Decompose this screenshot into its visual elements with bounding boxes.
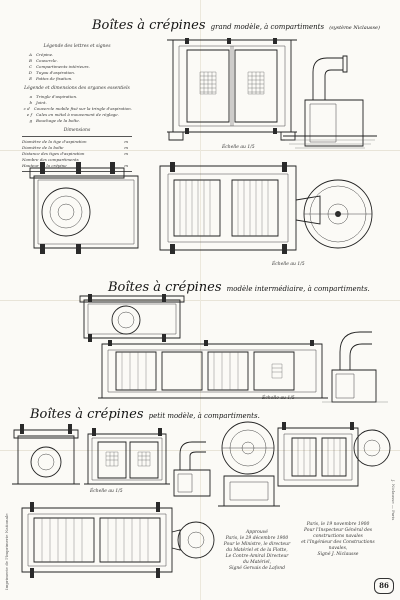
nomenclature-row: Diamètre de la tige d'aspiration m xyxy=(22,139,132,145)
legend-key: e f xyxy=(26,112,32,117)
title-petit-modele: Boîtes à crépines petit modèle, à compar… xyxy=(30,403,260,422)
nomenclature-value: m xyxy=(124,145,128,150)
legend-row: C Compartiments intérieurs. xyxy=(22,64,132,70)
nomenclature-label: Distance des tiges d'aspiration xyxy=(22,151,85,156)
approval-line: Pour le Ministre, le directeur xyxy=(223,542,291,547)
scale-label: Échelle au 1/5 xyxy=(262,396,295,401)
approval-note-right: Paris, le 19 novembre 1900 Pour l'Inspec… xyxy=(298,522,378,558)
legend-key: g xyxy=(29,118,32,123)
approval-line: Signé Gervais de Lafond xyxy=(228,566,285,571)
nomenclature-value: m xyxy=(124,151,128,156)
title-modele-intermediaire: Boîtes à crépines modèle intermédiaire, … xyxy=(108,276,370,295)
title-main: Boîtes à crépines xyxy=(30,407,144,422)
scale-label: Échelle au 1/5 xyxy=(222,145,255,150)
approval-note-left: Approuvé Paris, le 29 décembre 1900 Pour… xyxy=(222,530,292,572)
legend-heading: Légende et dimensions des organes essent… xyxy=(24,86,130,91)
fold-line xyxy=(200,0,201,600)
views-petit-modele xyxy=(10,424,220,500)
legend-key: B xyxy=(29,58,32,63)
legend-key: E xyxy=(29,76,32,81)
legend-text: Couvercle. xyxy=(36,58,58,63)
legend-text: Tuyau d'aspiration. xyxy=(36,70,76,75)
legend-row: b Joint. xyxy=(22,100,132,106)
legend-row: g Bouchage de la boîte. xyxy=(22,118,132,124)
legend-text: Joint. xyxy=(36,100,47,105)
nomenclature-value: m xyxy=(124,163,128,168)
legend-row: a Tringle d'aspiration. xyxy=(22,94,132,100)
title-main: Boîtes à crépines xyxy=(92,18,206,33)
legend-text: Cales en métal à mouvement de réglage. xyxy=(36,112,119,117)
plan-view-petit xyxy=(16,502,216,578)
legend-row: B Couvercle. xyxy=(22,58,132,64)
legend-key: a xyxy=(29,94,32,99)
legend-key: D xyxy=(28,70,32,75)
nomenclature-row: Diamètre de la boîte m xyxy=(22,145,132,151)
nomenclature-value: m xyxy=(124,139,128,144)
secondary-views-petit xyxy=(212,418,392,518)
legend-text: Couvercle mobile fixé sur la tringle d'a… xyxy=(33,106,132,111)
legend-key: C xyxy=(28,64,32,69)
title-grand-modele: Boîtes à crépines grand modèle, à compar… xyxy=(92,14,380,33)
legend-text: Crépine. xyxy=(36,52,54,57)
title-main: Boîtes à crépines xyxy=(108,280,222,295)
legend-row: e f Cales en métal à mouvement de réglage… xyxy=(22,112,132,118)
legend-row: D Tuyau d'aspiration. xyxy=(22,70,132,76)
approval-line: Signé J. Niclausse xyxy=(317,552,359,557)
approval-line: et l'Ingénieur des Constructions navales… xyxy=(301,540,375,551)
scale-label: Échelle au 1/5 xyxy=(272,262,305,267)
left-margin-imprint: Imprimerie de l'Imprimerie Nationale xyxy=(4,513,9,590)
plan-view-grand xyxy=(20,162,390,254)
plate-number: 86 xyxy=(374,578,394,594)
approval-line: Pour l'Inspecteur Général des constructi… xyxy=(303,528,373,539)
legend-heading: Dimensions xyxy=(63,128,91,133)
approval-line: Paris, le 29 décembre 1900 xyxy=(225,536,289,541)
legend-key: A xyxy=(29,52,32,57)
legend-row: E Pattes de fixation. xyxy=(22,76,132,82)
title-sub: petit modèle, à compartiments. xyxy=(148,412,260,420)
approval-line: Le Contre-Amiral Directeur du Matériel, xyxy=(225,554,289,565)
nomenclature-row: Distance des tiges d'aspiration m xyxy=(22,151,132,157)
approval-line: Paris, le 19 novembre 1900 xyxy=(306,522,370,527)
elevation-view-grand xyxy=(165,38,385,158)
legend-row: A Crépine. xyxy=(22,52,132,58)
legend-heading: Légende des lettres et signes xyxy=(43,44,111,49)
legend-text: Pattes de fixation. xyxy=(36,76,73,81)
title-sub: grand modèle, à compartiments xyxy=(210,23,325,31)
legend-text: Bouchage de la boîte. xyxy=(36,118,80,123)
elevation-view-intermediaire xyxy=(92,340,392,404)
title-note: (système Niclausse) xyxy=(329,25,380,31)
title-sub: modèle intermédiaire, à compartiments. xyxy=(226,285,370,293)
plan-view-intermediaire xyxy=(78,294,188,342)
legend-key: b xyxy=(29,100,32,105)
nomenclature-label: Diamètre de la boîte xyxy=(22,145,64,150)
scale-label: Échelle au 1/5 xyxy=(90,489,123,494)
legend-text: Tringle d'aspiration. xyxy=(36,94,78,99)
approval-line: Approuvé xyxy=(246,530,268,535)
nomenclature-label: Nombre des compartiments xyxy=(22,157,79,162)
right-margin-imprint: J. Niclausse — Paris xyxy=(391,480,396,521)
legend-text: Compartiments intérieurs. xyxy=(36,64,90,69)
legend-key: c d xyxy=(23,106,30,111)
approval-line: du Matériel et de la Flotte, xyxy=(226,548,288,553)
nomenclature-label: Diamètre de la tige d'aspiration xyxy=(22,139,87,144)
nomenclature-row: Nombre des compartiments xyxy=(22,157,132,163)
